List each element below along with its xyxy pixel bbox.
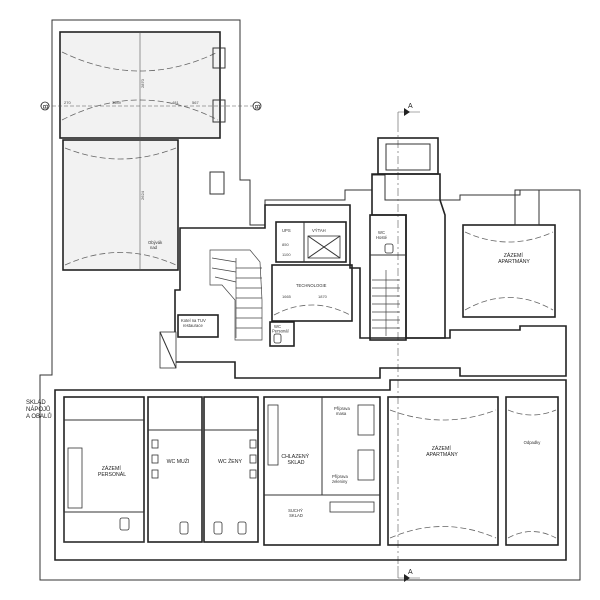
- room-label-wc-personal: WC Personál: [272, 324, 289, 334]
- room-label-priprava-zeleniny: Příprava zeleniny: [332, 474, 349, 484]
- label-line: ZÁZEMÍ: [432, 445, 452, 452]
- room-label-wc-muzi: WC MUŽI: [167, 457, 190, 465]
- label-line: WC: [378, 230, 385, 235]
- cut-b-right-marker: B: [252, 101, 262, 111]
- dim-850: 850: [282, 242, 289, 247]
- dim-1870: 1870: [318, 294, 328, 299]
- label-line: SKLAD: [289, 513, 303, 518]
- cut-a-bottom-marker: A: [397, 566, 420, 582]
- room-label-obyvak: Obývák nad: [148, 240, 163, 250]
- label-line: A OBALŮ: [26, 413, 52, 420]
- label-line: masa: [336, 411, 347, 416]
- dim-3649: 3649: [112, 100, 122, 105]
- label-sklad-napoju: SKLAD NÁPOJŮ A OBALŮ: [26, 400, 52, 420]
- room-label-wc-zeny: WC ŽENY: [218, 457, 242, 465]
- cut-b-left-marker: B: [40, 101, 50, 111]
- room-label-technologie: TECHNOLOGIE: [296, 283, 327, 288]
- dim-481: 481: [172, 100, 179, 105]
- label-line: APARTMÁNY: [498, 258, 530, 265]
- label-line: zeleniny: [332, 479, 348, 484]
- dim-2624: 2624: [140, 190, 145, 200]
- label-line: Příprava: [332, 474, 348, 479]
- dim-567: 567: [192, 100, 199, 105]
- north-tower: WC Hosté: [369, 137, 446, 341]
- room-label-kotel: Kotel na TUV restaurace: [181, 318, 207, 328]
- cut-b-right-label: B: [255, 104, 262, 109]
- label-line: Kotel na TUV: [181, 318, 206, 323]
- label-line: CHLAZENÝ: [281, 453, 309, 460]
- label-line: SKLAD: [287, 460, 304, 466]
- cut-b-left-label: B: [43, 104, 50, 109]
- cut-a-bottom-label: A: [408, 569, 413, 576]
- dim-2870: 2870: [140, 78, 145, 88]
- room-label-wc-hoste: WC Hosté: [376, 230, 388, 240]
- room-label-vytah: VÝTAH: [312, 228, 326, 233]
- room-label-zazemi-apartmany-bottom: ZÁZEMÍ APARTMÁNY: [426, 445, 458, 458]
- room-label-suchy-sklad: SUCHÝ SKLAD: [288, 508, 304, 518]
- label-line: ZÁZEMÍ: [102, 465, 122, 472]
- zazemi-apartmany-top: ZÁZEMÍ APARTMÁNY: [462, 189, 556, 318]
- room-label-zazemi-personal: ZÁZEMÍ PERSONÁL: [98, 465, 126, 478]
- site-outline: [39, 19, 581, 581]
- room-label-odpadky: Odpadky: [524, 440, 542, 445]
- dim-1665: 1665: [282, 294, 292, 299]
- upper-room-block: [40, 31, 262, 139]
- label-line: APARTMÁNY: [426, 451, 458, 458]
- label-line: WC: [274, 324, 281, 329]
- label-line: Příprava: [334, 406, 350, 411]
- label-line: NÁPOJŮ: [26, 406, 50, 413]
- room-label-zazemi-apartmany-top: ZÁZEMÍ APARTMÁNY: [498, 252, 530, 265]
- room-label-ups: UPS: [282, 228, 291, 233]
- label-line: Obývák: [148, 240, 163, 245]
- label-line: ZÁZEMÍ: [504, 252, 524, 259]
- label-line: SUCHÝ: [288, 508, 303, 513]
- dim-1100: 1100: [282, 252, 291, 257]
- cut-a-top-marker: A: [397, 103, 420, 124]
- label-line: SKLAD: [26, 400, 46, 406]
- lower-room-block: Obývák nad: [62, 139, 225, 271]
- lower-floor: ZÁZEMÍ PERSONÁL WC MUŽI WC ŽENY CHLAZENÝ…: [54, 379, 567, 561]
- room-label-chlazeny-sklad: CHLAZENÝ SKLAD: [281, 453, 310, 466]
- label-line: nad: [150, 245, 158, 250]
- label-line: Personál: [272, 329, 289, 334]
- cut-a-top-label: A: [408, 103, 413, 110]
- label-line: restaurace: [183, 323, 203, 328]
- label-line: PERSONÁL: [98, 471, 126, 478]
- room-label-priprava-masa: Příprava masa: [334, 406, 351, 416]
- label-line: Hosté: [376, 235, 388, 240]
- dim-270: 270: [64, 100, 71, 105]
- central-core: UPS VÝTAH 850 1100 TECHNOLOGIE 1665 1870…: [159, 204, 567, 379]
